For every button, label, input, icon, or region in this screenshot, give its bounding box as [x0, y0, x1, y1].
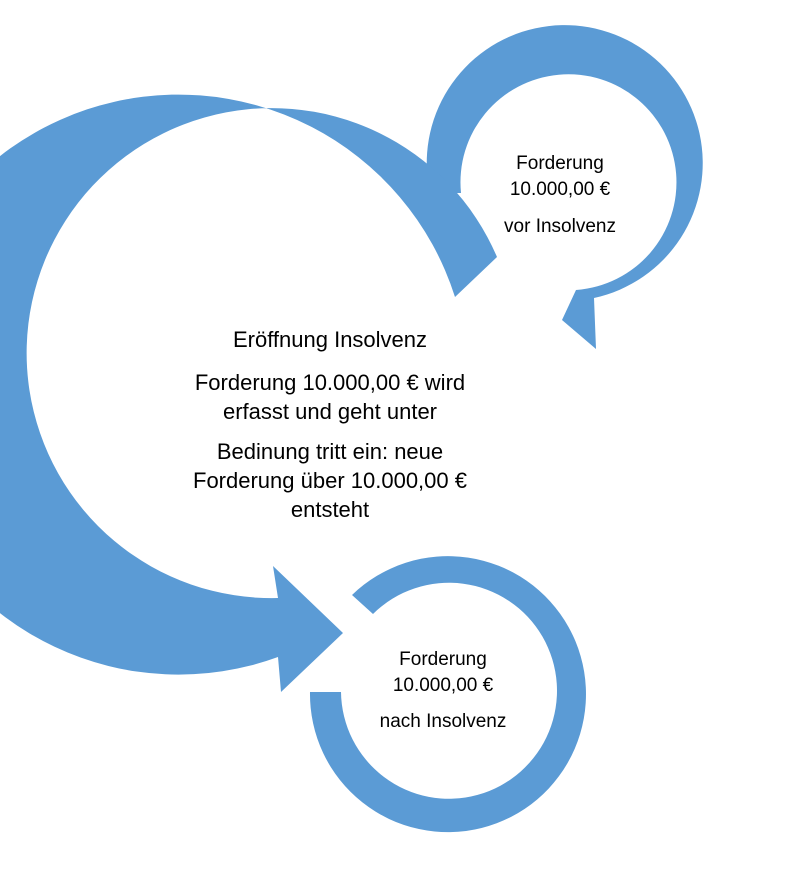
bottom-amount-label: Forderung 10.000,00 € [392, 649, 494, 696]
center-line-2: Bedinung tritt ein: neue Forderung über … [193, 439, 467, 522]
top-amount-label: Forderung 10.000,00 € [509, 153, 611, 200]
center-title: Eröffnung Insolvenz [232, 327, 428, 352]
bottom-state-label: nach Insolvenz [379, 711, 507, 732]
top-state-label: vor Insolvenz [504, 216, 616, 237]
center-line-1: Forderung 10.000,00 € wird erfasst und g… [194, 370, 466, 424]
center-circular-arrow [0, 94, 497, 692]
